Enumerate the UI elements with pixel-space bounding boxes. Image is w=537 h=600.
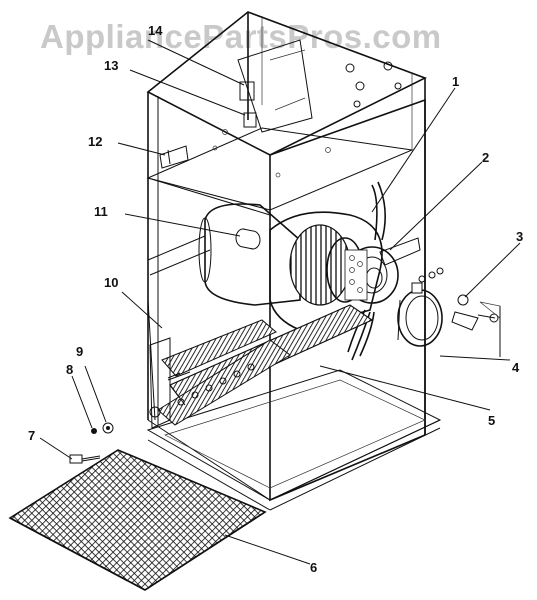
air-filter xyxy=(8,449,267,591)
capacitor-part xyxy=(235,228,261,250)
control-box xyxy=(237,39,313,133)
callout-14: 14 xyxy=(148,23,163,38)
motor-mount-band xyxy=(397,267,444,347)
side-plate xyxy=(149,337,171,429)
callout-7: 7 xyxy=(28,428,35,443)
leader-lines xyxy=(39,39,521,565)
coil-slab xyxy=(157,304,374,426)
callout-1: 1 xyxy=(452,74,459,89)
washer-part xyxy=(91,422,114,434)
callout-8: 8 xyxy=(66,362,73,377)
callout-12: 12 xyxy=(88,134,102,149)
callout-6: 6 xyxy=(310,560,317,575)
callout-13: 13 xyxy=(104,58,118,73)
callout-labels: 1 2 3 4 5 6 7 8 9 10 11 12 13 14 xyxy=(28,23,523,575)
callout-5: 5 xyxy=(488,413,495,428)
mount-hardware xyxy=(451,294,501,331)
callout-10: 10 xyxy=(104,275,118,290)
blower-housing xyxy=(198,181,421,361)
callout-11: 11 xyxy=(94,204,108,219)
cabinet-frame xyxy=(146,11,442,511)
bracket-part xyxy=(159,145,189,169)
callout-4: 4 xyxy=(512,360,520,375)
callout-3: 3 xyxy=(516,229,523,244)
watermark: AppliancePartsPros.com xyxy=(40,18,442,55)
screw-part xyxy=(69,454,101,464)
callout-2: 2 xyxy=(482,150,489,165)
callout-9: 9 xyxy=(76,344,83,359)
back-panel-holes xyxy=(212,61,402,178)
